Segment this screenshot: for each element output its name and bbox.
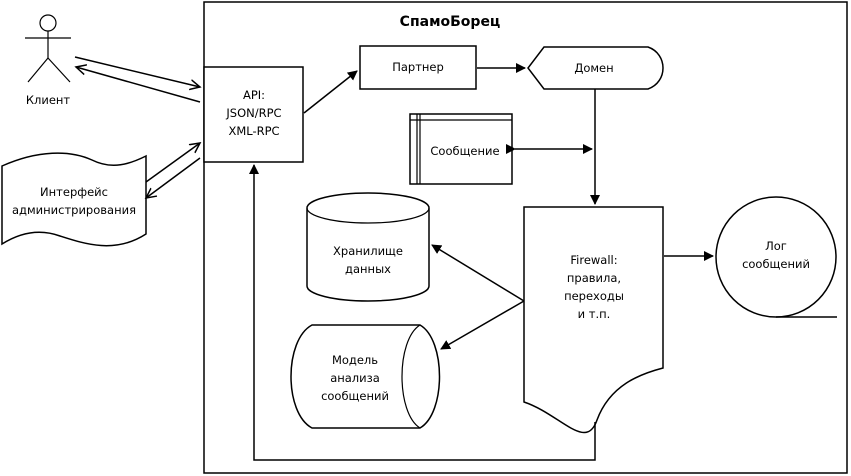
data-storage-label-line2: данных: [345, 262, 391, 276]
admin-interface-node: Интерфейс администрирования: [1, 152, 147, 247]
domain-node: Домен: [527, 46, 664, 90]
message-log-node: Лог сообщений: [715, 196, 837, 318]
admin-interface-label-line1: Интерфейс: [40, 185, 108, 199]
message-label: Сообщение: [430, 144, 499, 158]
edge-firewall-to-api: [249, 164, 596, 461]
analysis-model-label-line2: анализа: [330, 371, 380, 385]
analysis-model-label-line1: Модель: [332, 353, 378, 367]
admin-interface-label-line2: администрирования: [12, 203, 136, 217]
firewall-label-line4: и т.п.: [578, 307, 611, 321]
edge-api-to-admin: [146, 157, 201, 198]
firewall-node: Firewall: правила, переходы и т.п.: [523, 206, 664, 434]
message-log-label-line1: Лог: [765, 239, 787, 253]
api-node: API: JSON/RPC XML-RPC: [203, 66, 304, 163]
analysis-model-node: Модель анализа сообщений: [290, 324, 441, 429]
api-label-line2: JSON/RPC: [225, 106, 281, 120]
edge-firewall-to-model: [440, 300, 525, 350]
message-node: Сообщение: [409, 113, 513, 185]
message-log-label-line2: сообщений: [742, 257, 810, 271]
edge-api-to-client: [76, 67, 201, 103]
edge-firewall-to-storage: [431, 244, 525, 302]
analysis-model-label-line3: сообщений: [321, 389, 389, 403]
data-storage-label-line1: Хранилище: [333, 244, 403, 258]
edge-admin-to-api: [145, 143, 200, 183]
api-label-line1: API:: [243, 88, 265, 102]
partner-node: Партнер: [359, 45, 477, 90]
data-storage-node: Хранилище данных: [306, 192, 430, 302]
partner-label: Партнер: [392, 60, 444, 74]
api-label-line3: XML-RPC: [228, 124, 279, 138]
edge-client-to-api: [74, 56, 200, 87]
firewall-label-line3: переходы: [564, 289, 624, 303]
firewall-label-line1: Firewall:: [570, 253, 617, 267]
client-actor: [25, 14, 71, 83]
edge-api-to-partner: [303, 70, 358, 114]
system-title: СпамоБорец: [400, 14, 501, 30]
client-label: Клиент: [26, 93, 71, 107]
firewall-label-line2: правила,: [567, 271, 621, 285]
domain-label: Домен: [574, 61, 613, 75]
